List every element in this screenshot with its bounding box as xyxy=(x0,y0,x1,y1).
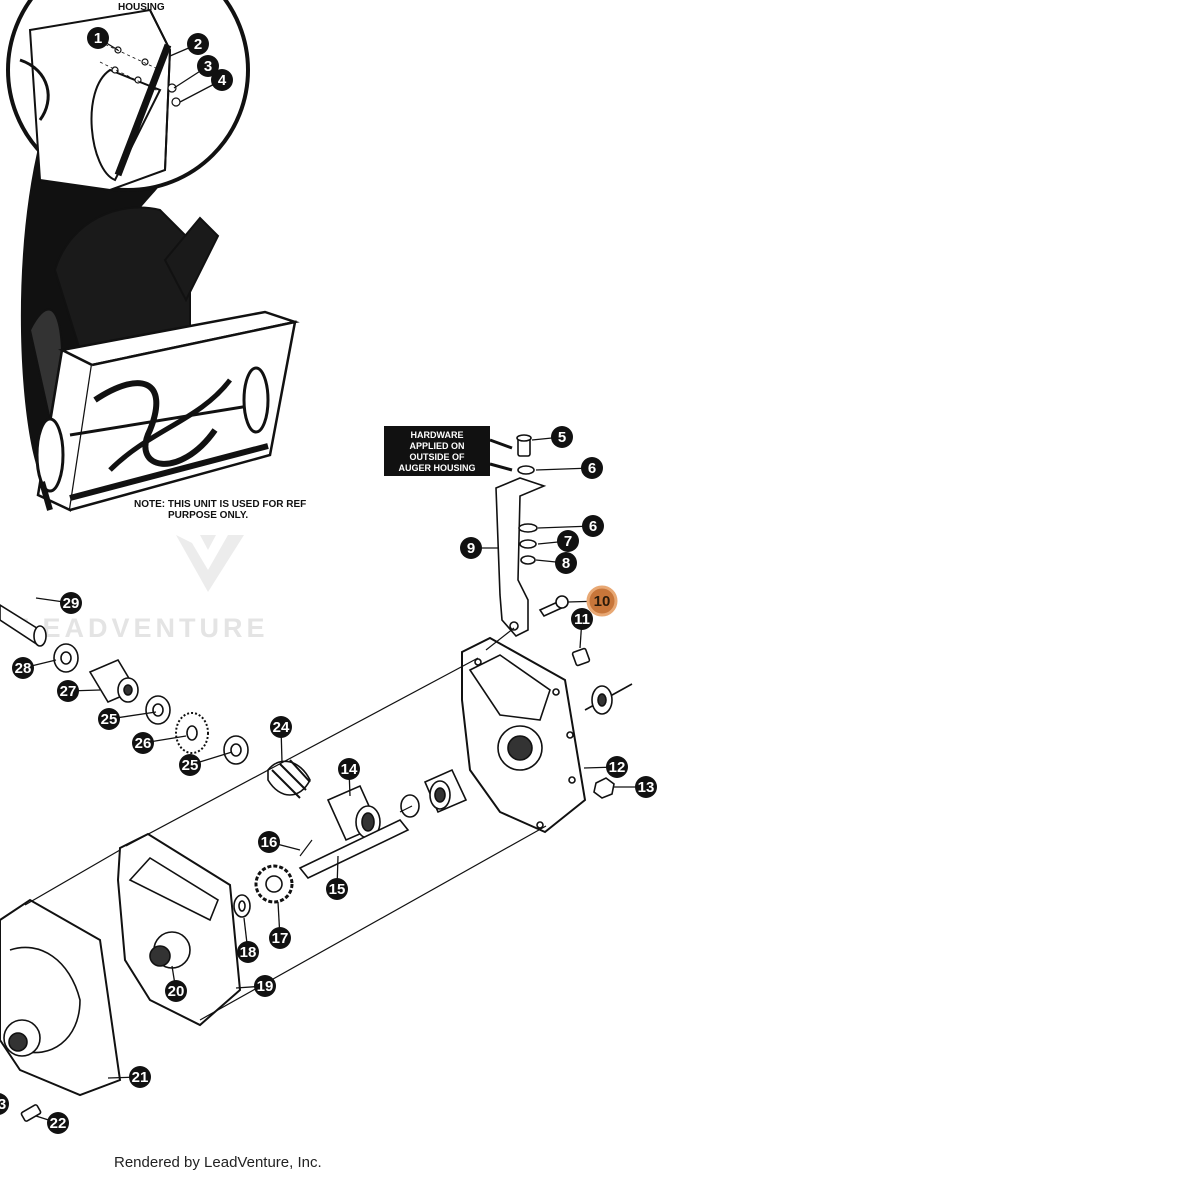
callout-1[interactable]: 1 xyxy=(87,27,109,49)
callout-11[interactable]: 11 xyxy=(571,608,593,630)
callout-24[interactable]: 24 xyxy=(270,716,292,738)
callout-27[interactable]: 27 xyxy=(57,680,79,702)
svg-text:6: 6 xyxy=(589,518,597,535)
svg-text:5: 5 xyxy=(558,429,566,446)
callout-6-lower[interactable]: 6 xyxy=(582,515,604,537)
svg-text:21: 21 xyxy=(132,1069,149,1086)
callout-7[interactable]: 7 xyxy=(557,530,579,552)
exploded-parts xyxy=(0,434,633,1122)
svg-text:18: 18 xyxy=(240,944,257,961)
svg-text:24: 24 xyxy=(273,719,290,736)
callout-8[interactable]: 8 xyxy=(555,552,577,574)
watermark-text: LEADVENTURE xyxy=(22,613,269,643)
svg-text:3: 3 xyxy=(0,1096,6,1113)
hardware-note-line-3: OUTSIDE OF xyxy=(409,452,465,462)
callout-3[interactable]: 3 xyxy=(197,55,219,77)
svg-text:11: 11 xyxy=(574,611,590,628)
callout-14[interactable]: 14 xyxy=(338,758,360,780)
callout-26[interactable]: 26 xyxy=(132,732,154,754)
callout-17[interactable]: 17 xyxy=(269,927,291,949)
callout-6-top[interactable]: 6 xyxy=(581,457,603,479)
callout-18[interactable]: 18 xyxy=(237,941,259,963)
callout-15[interactable]: 15 xyxy=(326,878,348,900)
svg-text:12: 12 xyxy=(609,759,626,776)
callout-markers: 1 2 3 4 5 6 6 7 8 9 10 11 12 13 14 15 16… xyxy=(0,27,657,1134)
callout-partial-edge[interactable]: 3 xyxy=(0,1093,9,1115)
svg-text:6: 6 xyxy=(588,460,596,477)
callout-25-lower[interactable]: 25 xyxy=(179,754,201,776)
callout-9[interactable]: 9 xyxy=(460,537,482,559)
snowthrower-illustration xyxy=(28,206,300,512)
svg-text:26: 26 xyxy=(135,735,152,752)
callout-19[interactable]: 19 xyxy=(254,975,276,997)
svg-text:13: 13 xyxy=(638,779,655,796)
svg-text:4: 4 xyxy=(218,72,227,89)
hardware-note-line-4: AUGER HOUSING xyxy=(398,463,475,473)
reference-note-line-2: PURPOSE ONLY. xyxy=(168,510,248,521)
svg-text:25: 25 xyxy=(101,711,118,728)
callout-5[interactable]: 5 xyxy=(551,426,573,448)
svg-text:15: 15 xyxy=(329,881,346,898)
reference-note-line-1: NOTE: THIS UNIT IS USED FOR REF xyxy=(134,499,306,510)
svg-text:9: 9 xyxy=(467,540,475,557)
callout-4[interactable]: 4 xyxy=(211,69,233,91)
callout-21[interactable]: 21 xyxy=(129,1066,151,1088)
callout-29[interactable]: 29 xyxy=(60,592,82,614)
callout-25-upper[interactable]: 25 xyxy=(98,708,120,730)
hardware-note-line-2: APPLIED ON xyxy=(409,441,464,451)
svg-text:3: 3 xyxy=(204,58,212,75)
svg-text:2: 2 xyxy=(194,36,202,53)
svg-text:19: 19 xyxy=(257,978,274,995)
inset-housing-label: HOUSING xyxy=(118,2,165,13)
callout-20[interactable]: 20 xyxy=(165,980,187,1002)
hardware-note-box: HARDWARE APPLIED ON OUTSIDE OF AUGER HOU… xyxy=(384,426,513,476)
callout-28[interactable]: 28 xyxy=(12,657,34,679)
svg-text:10: 10 xyxy=(594,593,611,610)
svg-text:22: 22 xyxy=(50,1115,67,1132)
watermark-logo: LEADVENTURE xyxy=(22,535,269,643)
svg-text:16: 16 xyxy=(261,834,278,851)
callout-16[interactable]: 16 xyxy=(258,831,280,853)
svg-text:14: 14 xyxy=(341,761,358,778)
svg-text:17: 17 xyxy=(272,930,289,947)
svg-text:28: 28 xyxy=(15,660,32,677)
svg-text:7: 7 xyxy=(564,533,572,550)
callout-10-highlighted[interactable]: 10 xyxy=(586,585,618,617)
svg-text:29: 29 xyxy=(63,595,80,612)
svg-text:20: 20 xyxy=(168,983,185,1000)
callout-12[interactable]: 12 xyxy=(606,756,628,778)
svg-text:8: 8 xyxy=(562,555,570,572)
callout-2[interactable]: 2 xyxy=(187,33,209,55)
callout-13[interactable]: 13 xyxy=(635,776,657,798)
hardware-note-line-1: HARDWARE xyxy=(411,430,464,440)
footer-credit: Rendered by LeadVenture, Inc. xyxy=(114,1154,322,1171)
svg-text:25: 25 xyxy=(182,757,199,774)
svg-text:1: 1 xyxy=(94,30,102,47)
svg-text:27: 27 xyxy=(60,683,77,700)
callout-22[interactable]: 22 xyxy=(47,1112,69,1134)
